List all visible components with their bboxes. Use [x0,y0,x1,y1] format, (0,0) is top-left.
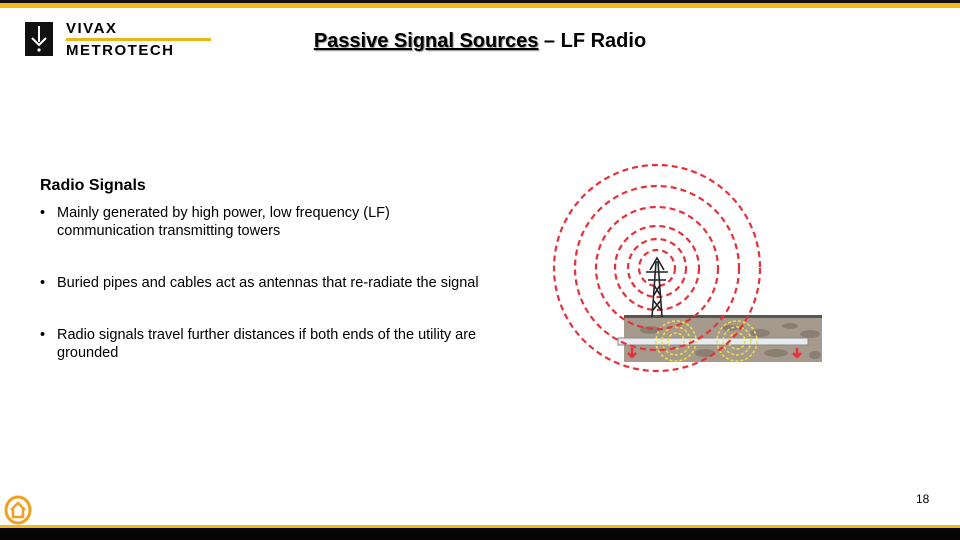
bottom-bar [0,528,960,540]
logo-mark-icon [25,22,53,56]
logo-text-vivax: VIVAX [66,20,118,37]
buried-pipe [617,337,809,346]
title-suffix: – LF Radio [538,30,647,52]
bullet-item: Buried pipes and cables act as antennas … [40,274,540,292]
vivax-metrotech-logo: VIVAX METROTECH [25,20,215,60]
page-title: Passive Signal Sources – LF Radio [0,30,960,53]
top-bar [0,0,960,3]
top-accent-bar [0,3,960,8]
logo-divider [66,38,211,41]
page-number: 18 [916,492,930,506]
home-icon [4,495,32,525]
transmitter-tower-icon [646,256,668,318]
radio-signal-illustration [552,163,822,373]
bullet-list: Mainly generated by high power, low freq… [40,204,540,382]
bullet-item: Radio signals travel further distances i… [40,326,527,362]
bullet-item: Mainly generated by high power, low freq… [40,204,447,240]
title-main: Passive Signal Sources [313,30,539,52]
home-button[interactable] [3,495,33,530]
section-heading: Radio Signals [40,177,146,194]
radio-wave-rings [552,163,762,373]
bottom-accent-bar [0,525,960,528]
arrow-icon [627,348,802,359]
logo-text-metrotech: METROTECH [66,42,175,59]
